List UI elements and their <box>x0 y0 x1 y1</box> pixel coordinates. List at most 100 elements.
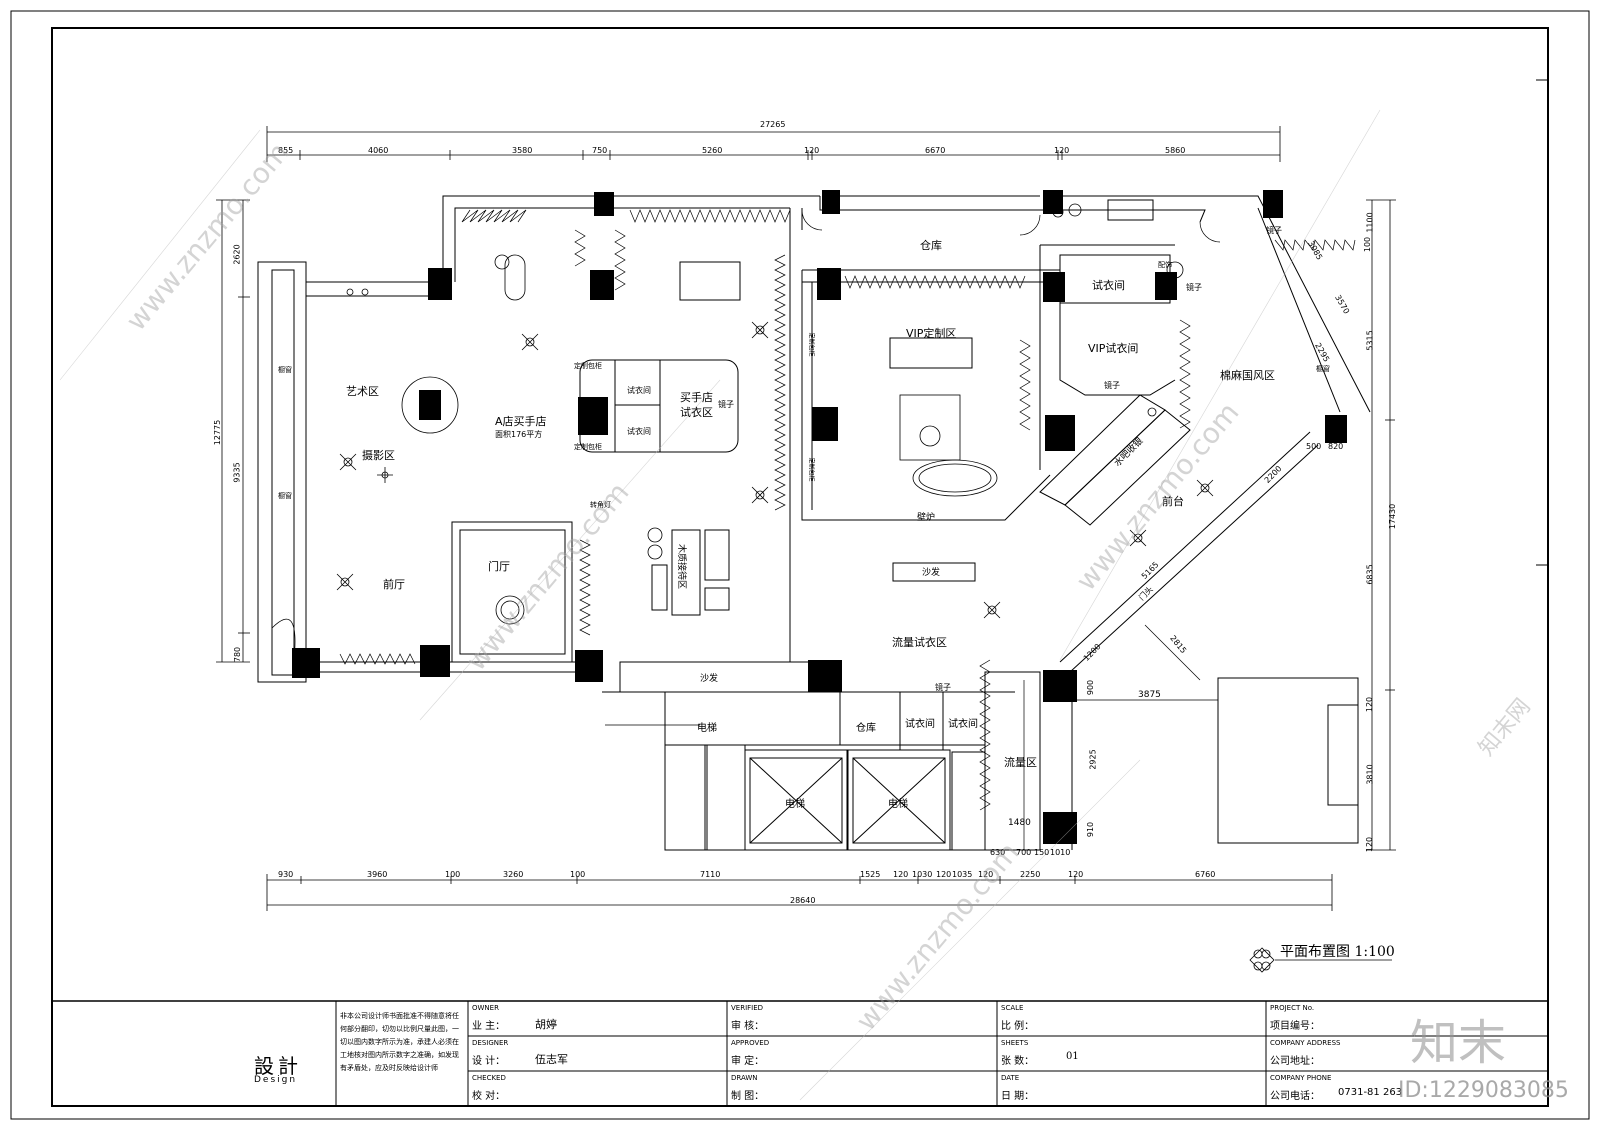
dim-bottom-14: 6760 <box>1195 870 1216 879</box>
scale-en: SCALE <box>1001 1004 1024 1012</box>
dim-bottom-10: 1035 <box>952 870 973 879</box>
approved-cn: 审 定： <box>731 1056 765 1067</box>
watermark-id: ID:1229083085 <box>1398 1078 1569 1103</box>
left-dimension-lines <box>216 199 250 663</box>
label-custom-bag-2: 定制包柜 <box>574 443 602 451</box>
label-elevator: 电梯 <box>697 723 717 734</box>
dim-right-11: 3810 <box>1365 764 1375 785</box>
label-wall-2: 定制包柜 <box>807 457 815 482</box>
title-block-grid <box>335 1001 1548 1106</box>
approved-en: APPROVED <box>731 1039 770 1047</box>
label-elevator-1: 电梯 <box>785 799 805 810</box>
people-figures <box>336 321 1214 619</box>
label-buyer-fitting: 买手店 试衣区 <box>680 391 713 419</box>
dim-right-6: 500 <box>1306 442 1322 451</box>
dim-right-14: 910 <box>1086 821 1096 838</box>
dim-bottom-13: 120 <box>1068 870 1084 879</box>
label-fireplace: 壁炉 <box>917 513 936 523</box>
sheet-outer-border <box>10 10 1590 1120</box>
dim-misc-6: 700 <box>1016 848 1032 857</box>
dim-bottom-0: 930 <box>278 870 294 879</box>
phone-value: 0731-81 263 <box>1338 1087 1403 1098</box>
label-wall-1: 定制包柜 <box>807 332 815 357</box>
date-cn: 日 期： <box>1001 1091 1035 1102</box>
dim-top-3: 750 <box>592 146 608 155</box>
label-elevator-2: 电梯 <box>888 799 908 810</box>
label-sofa-2: 沙发 <box>700 674 719 684</box>
verified-en: VERIFIED <box>731 1004 764 1012</box>
dim-top-0: 855 <box>278 146 294 155</box>
dim-misc-2: 3875 <box>1138 690 1161 700</box>
dim-top-total: 27265 <box>760 120 786 129</box>
label-window-2: 橱窗 <box>278 492 292 500</box>
label-warehouse-top: 仓库 <box>920 239 942 252</box>
dim-left-0: 2620 <box>232 244 242 265</box>
building-walls <box>257 195 1371 851</box>
dim-right-15: 2925 <box>1088 749 1098 770</box>
label-vip-fitting: VIP试衣间 <box>1088 342 1139 355</box>
label-vip-custom: VIP定制区 <box>906 327 957 340</box>
sheet-inner-border <box>51 27 1549 1107</box>
dim-bottom-2: 100 <box>445 870 461 879</box>
label-wood-reception: 木质接待区 <box>676 543 687 590</box>
label-flow-fitting: 流量试衣区 <box>892 636 947 649</box>
dim-bottom-5: 7110 <box>700 870 721 879</box>
label-foyer: 门厅 <box>488 560 510 573</box>
dim-top-7: 120 <box>1054 146 1070 155</box>
dim-right-5: 5315 <box>1365 330 1375 351</box>
project-en: PROJECT No. <box>1270 1004 1315 1012</box>
label-photo-area: 摄影区 <box>362 449 395 462</box>
sheets-en: SHEETS <box>1001 1039 1029 1047</box>
label-custom-bag-1: 定制包柜 <box>574 362 602 370</box>
label-mirror-3: 镜子 <box>1266 226 1282 235</box>
drawn-en: DRAWN <box>731 1074 758 1082</box>
drawing-title: 平面布置图 1:100 <box>1280 944 1395 960</box>
label-front-desk: 前台 <box>1162 495 1184 508</box>
dim-bottom-12: 2250 <box>1020 870 1041 879</box>
watermark-overlay <box>59 109 1381 1101</box>
label-mirror-4: 镜子 <box>1104 381 1120 390</box>
dim-right-9: 6835 <box>1365 564 1375 585</box>
dim-left-total: 12775 <box>213 419 223 446</box>
label-window-3: 橱窗 <box>1316 365 1330 373</box>
checked-en: CHECKED <box>472 1074 506 1082</box>
structural-columns <box>292 190 1347 844</box>
dim-bottom-7: 120 <box>893 870 909 879</box>
checked-cn: 校 对： <box>472 1091 506 1102</box>
furniture-round <box>346 203 1184 625</box>
owner-en: OWNER <box>472 1004 499 1012</box>
dim-right-13: 900 <box>1086 679 1096 696</box>
right-dimension-lines <box>1366 199 1396 851</box>
dim-top-2: 3580 <box>512 146 533 155</box>
dim-bottom-1: 3960 <box>367 870 388 879</box>
phone-cn: 公司电话： <box>1270 1091 1320 1102</box>
label-fitting-small-2: 试衣间 <box>627 427 651 436</box>
owner-cn: 业 主： <box>472 1021 506 1032</box>
watermark-brand: 知末 <box>1410 1015 1507 1071</box>
label-linen-area: 棉麻国风区 <box>1220 369 1275 382</box>
label-mirror-5: 镜子 <box>935 683 951 692</box>
label-fitting-b2: 试衣间 <box>948 719 978 730</box>
dim-misc-4: 1480 <box>1008 818 1031 828</box>
dim-left-1: 9335 <box>232 462 242 483</box>
design-logo: 設計 <box>254 1054 302 1078</box>
designer-en: DESIGNER <box>472 1039 509 1047</box>
label-mirror-2: 镜子 <box>1186 283 1202 292</box>
design-sub: Design <box>254 1075 298 1085</box>
dim-right-12: 120 <box>1365 836 1375 853</box>
clothing-racks <box>339 209 1356 811</box>
dim-misc-8: 1010 <box>1050 848 1071 857</box>
label-front-hall: 前厅 <box>383 578 405 591</box>
label-mirror-1: 镜子 <box>718 400 734 409</box>
dim-top-8: 5860 <box>1165 146 1186 155</box>
dim-top-6: 6670 <box>925 146 946 155</box>
sheets-cn: 张 数： <box>1001 1056 1035 1067</box>
sheets-value: 01 <box>1066 1051 1079 1062</box>
scale-cn: 比 例： <box>1001 1021 1035 1032</box>
phone-en: COMPANY PHONE <box>1270 1074 1332 1082</box>
dim-right-7: 820 <box>1328 442 1344 451</box>
dim-right-1: 1100 <box>1365 212 1375 233</box>
label-fitting-top: 试衣间 <box>1092 279 1125 292</box>
dim-right-0: 100 <box>1363 236 1373 253</box>
